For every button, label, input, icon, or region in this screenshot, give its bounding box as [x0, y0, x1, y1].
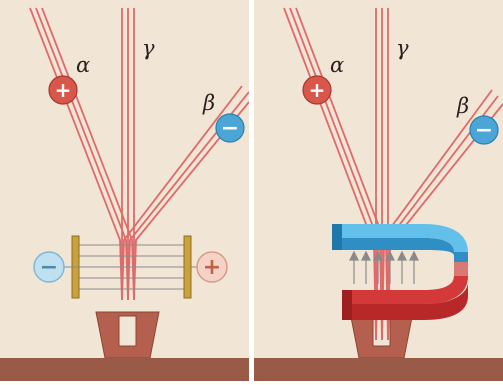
gamma-beam: [375, 8, 389, 340]
minus-charge-icon: −: [33, 251, 65, 283]
beta-particle-icon: −: [215, 113, 245, 143]
gamma-label: γ: [396, 36, 409, 60]
beta-label: β: [202, 91, 215, 115]
gamma-label: γ: [142, 36, 155, 60]
svg-text:−: −: [40, 255, 58, 280]
plus-charge-icon: +: [196, 251, 228, 283]
ground: [0, 358, 249, 381]
positive-plate: [183, 235, 192, 299]
alpha-particle-icon: +: [48, 75, 78, 105]
alpha-label: α: [330, 53, 344, 77]
svg-text:+: +: [309, 78, 326, 102]
magnetic-field-diagram: + − α γ β: [254, 0, 503, 381]
beta-label: β: [456, 94, 469, 118]
horseshoe-magnet-icon: [332, 224, 468, 320]
field-arrow-icon: [349, 250, 419, 284]
svg-text:−: −: [475, 118, 493, 143]
electric-field-lines: [78, 244, 184, 290]
alpha-particle-icon: +: [302, 75, 332, 105]
beta-particle-icon: −: [469, 115, 499, 145]
electric-field-diagram: − + + − α γ β: [0, 0, 250, 381]
panel-background: [254, 0, 503, 381]
magnetic-field-panel: + − α γ β: [254, 0, 503, 381]
svg-text:+: +: [203, 255, 221, 280]
panel-background: [0, 0, 249, 381]
ground: [254, 358, 503, 381]
svg-text:−: −: [221, 116, 239, 141]
gamma-beam: [121, 8, 135, 300]
svg-text:+: +: [55, 78, 72, 102]
alpha-label: α: [76, 53, 90, 77]
electric-field-panel: − + + − α γ β: [0, 0, 250, 381]
beta-beam: [121, 85, 250, 301]
